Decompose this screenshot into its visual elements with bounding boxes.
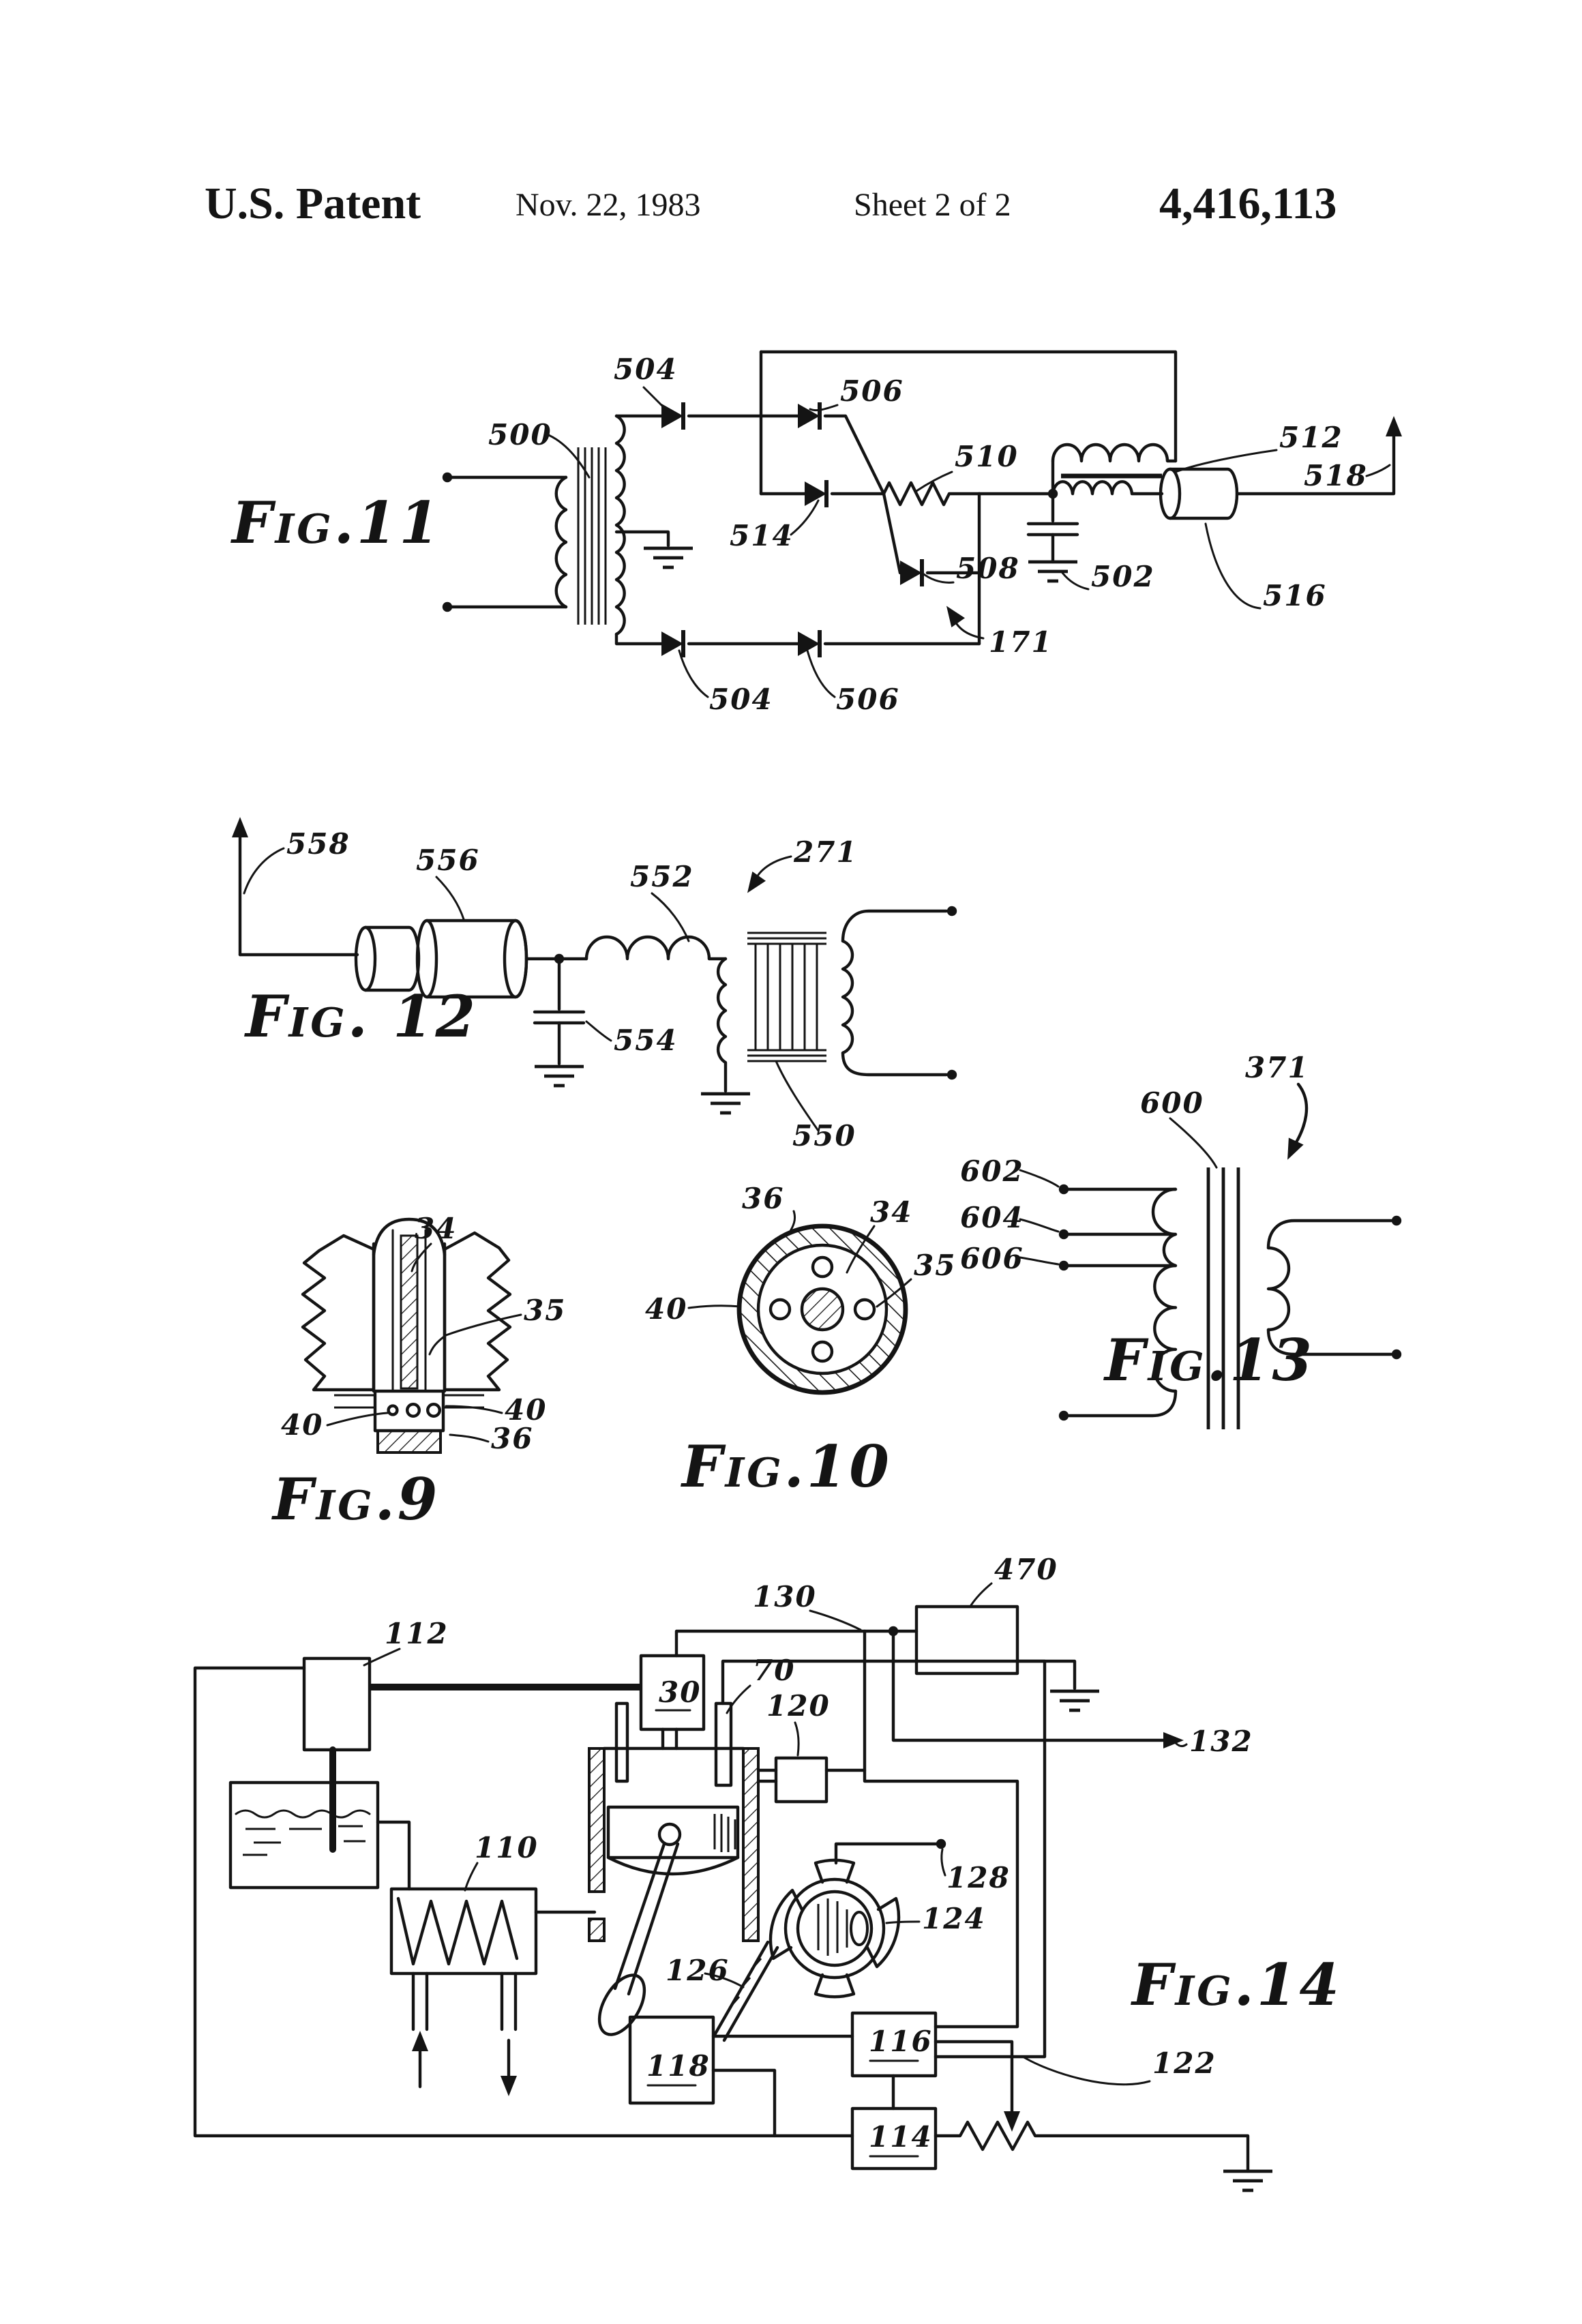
- transformer-600-symbol: [1058, 1167, 1402, 1429]
- ref-40-right-fig9: 40: [505, 1393, 547, 1427]
- ref-122: 122: [1152, 2046, 1217, 2080]
- actuator-112-box: [302, 1656, 372, 1752]
- ref-126: 126: [666, 1954, 730, 1987]
- rectifier-bridge: [614, 350, 1178, 657]
- controller-470-box: [914, 1605, 1019, 1675]
- ref-34-fig9: 34: [415, 1212, 457, 1245]
- ref-110: 110: [475, 1831, 539, 1864]
- figure-11-label: Fig.11: [230, 489, 442, 556]
- figure-12-label: Fig. 12: [244, 983, 478, 1050]
- wire-132: [891, 1629, 1169, 1742]
- patent-date: Nov. 22, 1983: [516, 187, 701, 223]
- ref-504-bottom: 504: [709, 683, 773, 716]
- ref-120: 120: [766, 1689, 831, 1723]
- figure-14-label: Fig.14: [1131, 1951, 1342, 2018]
- ref-371: 371: [1245, 1051, 1309, 1084]
- transformer-500-symbol: [442, 414, 693, 636]
- ref-36-fig9: 36: [491, 1422, 533, 1455]
- potentiometer-122: [934, 2040, 1272, 2192]
- ref-35-fig10: 35: [914, 1249, 956, 1282]
- ref-512: 512: [1279, 421, 1343, 454]
- ref-124: 124: [922, 1902, 986, 1935]
- ref-518: 518: [1304, 459, 1368, 492]
- wire-118-rail: [711, 2068, 777, 2138]
- spark-plug-section: [301, 1217, 512, 1454]
- label-118: 118: [646, 2049, 711, 2083]
- flywheel-124: [768, 1858, 901, 1999]
- tank-pipe: [376, 1820, 411, 1891]
- pickup-wire-128: [834, 1842, 939, 1865]
- ref-128: 128: [946, 1861, 1011, 1894]
- figure-9-label: Fig.9: [271, 1465, 440, 1533]
- output-arrow-558: [232, 817, 248, 957]
- piston: [606, 1805, 740, 1860]
- sheet-number: Sheet 2 of 2: [854, 187, 1011, 223]
- ref-604: 604: [960, 1201, 1024, 1234]
- electrode-left: [614, 1701, 629, 1783]
- ref-602: 602: [960, 1154, 1024, 1188]
- ground-470: [1050, 1689, 1099, 1712]
- fuel-tank: [228, 1781, 380, 1890]
- injector-30-box: [639, 1654, 706, 1731]
- page-header: U.S. Patent Nov. 22, 1983 Sheet 2 of 2 4…: [205, 179, 1337, 228]
- ref-502: 502: [1091, 560, 1155, 593]
- figure-11: Fig.11: [230, 350, 1402, 716]
- ref-132: 132: [1189, 1725, 1253, 1758]
- figure-13: Fig.13 602 604 606 600 371: [960, 1051, 1402, 1429]
- ref-554: 554: [614, 1024, 678, 1057]
- ref-514: 514: [730, 519, 794, 552]
- patent-title: U.S. Patent: [205, 179, 421, 228]
- ref-508: 508: [956, 552, 1020, 585]
- ref-34-fig10: 34: [870, 1195, 912, 1229]
- ref-506-bottom: 506: [836, 683, 900, 716]
- ref-516: 516: [1263, 579, 1327, 612]
- ref-552: 552: [630, 860, 694, 893]
- ref-550: 550: [792, 1119, 856, 1152]
- sensor-120-box: [774, 1756, 829, 1804]
- ref-504-top: 504: [614, 353, 678, 386]
- ref-600: 600: [1140, 1086, 1204, 1120]
- transformer-550-symbol: [701, 906, 957, 1113]
- capacitor-554-symbol: [535, 957, 584, 1086]
- electrode-70: [714, 1701, 733, 1787]
- patent-number: 4,416,113: [1159, 179, 1337, 228]
- engine-cylinder: [588, 1746, 760, 2036]
- ref-606: 606: [960, 1242, 1024, 1275]
- ref-171: 171: [989, 625, 1053, 659]
- ref-40-fig10: 40: [645, 1292, 687, 1326]
- label-114: 114: [869, 2120, 933, 2154]
- ref-558: 558: [286, 827, 350, 861]
- figure-10-label: Fig.10: [681, 1433, 892, 1500]
- figure-10: Fig.10 36 34 35 40: [645, 1182, 956, 1500]
- label-30: 30: [659, 1675, 701, 1709]
- outer-enclosure: [193, 1666, 854, 2138]
- connecting-rod: [613, 1842, 666, 1991]
- ref-510: 510: [955, 440, 1019, 473]
- unit-118-box: [628, 2015, 715, 2105]
- ref-40-left-fig9: 40: [281, 1408, 323, 1442]
- label-116: 116: [869, 2025, 933, 2058]
- output-filter: [977, 416, 1402, 581]
- inductor-552-symbol: [584, 935, 711, 961]
- ref-470: 470: [994, 1553, 1058, 1586]
- delay-line-516-symbol: [1159, 467, 1239, 520]
- inner-loop: [863, 1629, 1019, 2029]
- rail-130: [674, 1629, 919, 1658]
- filter-556-symbol: [354, 919, 528, 999]
- ref-112: 112: [385, 1617, 449, 1650]
- ref-271: 271: [793, 835, 858, 869]
- figure-12: Fig. 12: [232, 817, 957, 1152]
- ref-500: 500: [488, 418, 552, 451]
- plug-end-view: [736, 1223, 908, 1395]
- figure-14: Fig.14: [193, 1553, 1342, 2192]
- heat-exchanger-110: [389, 1887, 597, 2096]
- figure-9: Fig.9 34 35 40 40 36: [271, 1212, 566, 1533]
- ref-36-fig10: 36: [742, 1182, 784, 1215]
- ref-35-fig9: 35: [524, 1294, 566, 1327]
- ref-556: 556: [416, 844, 480, 877]
- ref-130: 130: [753, 1580, 817, 1613]
- ref-70: 70: [753, 1654, 795, 1687]
- ref-506-top: 506: [840, 374, 904, 408]
